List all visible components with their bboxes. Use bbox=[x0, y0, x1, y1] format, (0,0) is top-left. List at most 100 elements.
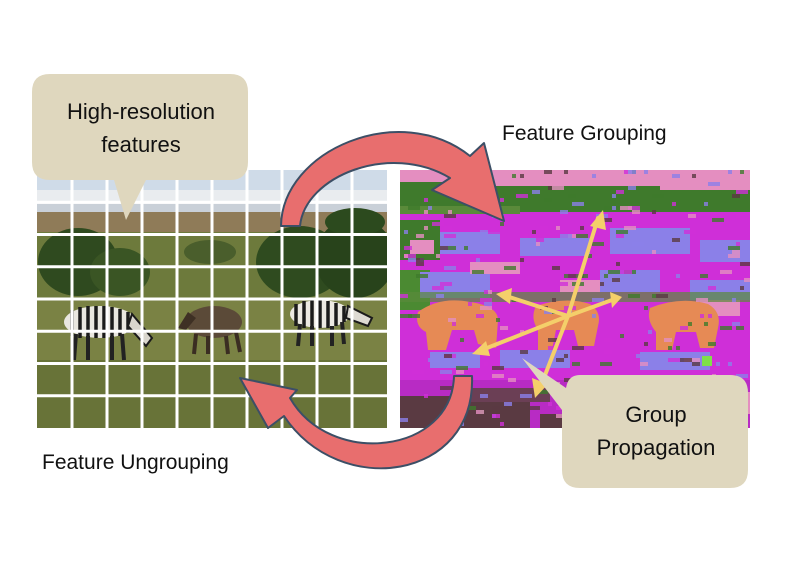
noise-pixel bbox=[516, 194, 528, 198]
high-resolution-image bbox=[37, 170, 387, 428]
noise-pixel bbox=[632, 210, 640, 214]
noise-pixel bbox=[520, 258, 524, 262]
noise-pixel bbox=[672, 238, 680, 242]
noise-pixel bbox=[444, 226, 452, 230]
bubble-line: Group bbox=[625, 402, 687, 427]
noise-pixel bbox=[588, 254, 592, 258]
noise-pixel bbox=[452, 322, 456, 326]
noise-pixel bbox=[496, 178, 508, 182]
noise-pixel bbox=[504, 266, 516, 270]
noise-pixel bbox=[616, 234, 624, 238]
noise-pixel bbox=[708, 342, 716, 346]
noise-pixel bbox=[544, 198, 552, 202]
noise-pixel bbox=[424, 198, 428, 202]
noise-pixel bbox=[436, 294, 444, 298]
noise-pixel bbox=[568, 182, 572, 186]
noise-pixel bbox=[592, 242, 604, 246]
noise-pixel bbox=[644, 306, 648, 310]
group-propagation-bubble-text: Group Propagation bbox=[566, 398, 746, 464]
noise-pixel bbox=[416, 274, 428, 278]
noise-pixel bbox=[556, 358, 564, 362]
noise-pixel bbox=[708, 258, 712, 262]
noise-pixel bbox=[584, 238, 592, 242]
noise-pixel bbox=[560, 282, 568, 286]
noise-pixel bbox=[612, 206, 616, 210]
noise-pixel bbox=[400, 418, 408, 422]
noise-pixel bbox=[652, 294, 656, 298]
noise-pixel bbox=[480, 306, 492, 310]
noise-pixel bbox=[500, 422, 504, 426]
noise-pixel bbox=[416, 262, 424, 266]
noise-pixel bbox=[600, 362, 612, 366]
noise-pixel bbox=[720, 326, 732, 330]
noise-pixel bbox=[564, 354, 568, 358]
noise-pixel bbox=[648, 330, 652, 334]
noise-pixel bbox=[544, 170, 552, 174]
noise-pixel bbox=[408, 314, 420, 318]
noise-pixel bbox=[484, 290, 488, 294]
noise-pixel bbox=[708, 314, 712, 318]
noise-pixel bbox=[676, 274, 680, 278]
noise-pixel bbox=[456, 370, 464, 374]
noise-pixel bbox=[604, 338, 612, 342]
noise-pixel bbox=[412, 370, 424, 374]
noise-pixel bbox=[728, 170, 732, 174]
noise-pixel bbox=[492, 374, 504, 378]
noise-pixel bbox=[432, 222, 444, 226]
noise-pixel bbox=[608, 270, 620, 274]
noise-pixel bbox=[620, 206, 632, 210]
feature-grouping-label: Feature Grouping bbox=[502, 122, 667, 145]
noise-pixel bbox=[636, 354, 648, 358]
noise-pixel bbox=[444, 266, 456, 270]
noise-pixel bbox=[536, 242, 540, 246]
noise-pixel bbox=[668, 358, 680, 362]
noise-pixel bbox=[564, 334, 572, 338]
noise-pixel bbox=[536, 238, 544, 242]
noise-pixel bbox=[628, 170, 636, 174]
noise-pixel bbox=[520, 174, 524, 178]
noise-pixel bbox=[592, 314, 596, 318]
feature-grouping-arrow bbox=[280, 131, 505, 227]
noise-pixel bbox=[704, 322, 708, 326]
noise-pixel bbox=[500, 326, 508, 330]
noise-pixel bbox=[564, 170, 568, 174]
noise-pixel bbox=[652, 194, 664, 198]
zebra-figure bbox=[290, 300, 374, 347]
noise-pixel bbox=[720, 270, 732, 274]
bushes bbox=[38, 208, 387, 298]
noise-pixel bbox=[520, 350, 528, 354]
noise-pixel bbox=[476, 258, 480, 262]
noise-pixel bbox=[624, 170, 628, 174]
feature-ungrouping-arrow bbox=[239, 375, 474, 470]
noise-pixel bbox=[612, 194, 616, 198]
noise-pixel bbox=[612, 266, 616, 270]
noise-pixel bbox=[552, 266, 560, 270]
noise-pixel bbox=[400, 314, 412, 318]
noise-pixel bbox=[708, 182, 720, 186]
noise-pixel bbox=[552, 298, 556, 302]
noise-pixel bbox=[700, 314, 704, 318]
noise-pixel bbox=[492, 366, 504, 370]
noise-pixel bbox=[440, 386, 452, 390]
noise-pixel bbox=[456, 366, 468, 370]
noise-pixel bbox=[744, 278, 750, 282]
noise-pixel bbox=[476, 410, 484, 414]
noise-pixel bbox=[580, 226, 584, 230]
noise-pixel bbox=[404, 254, 408, 258]
noise-pixel bbox=[500, 222, 504, 226]
noise-pixel bbox=[484, 302, 492, 306]
noise-pixel bbox=[712, 218, 724, 222]
noise-pixel bbox=[440, 370, 452, 374]
noise-pixel bbox=[404, 254, 416, 258]
noise-pixel bbox=[616, 230, 628, 234]
noise-pixel bbox=[652, 250, 656, 254]
noise-pixel bbox=[612, 278, 620, 282]
noise-pixel bbox=[628, 186, 636, 190]
noise-pixel bbox=[548, 338, 560, 342]
noise-pixel bbox=[416, 234, 424, 238]
noise-pixel bbox=[424, 226, 428, 230]
noise-pixel bbox=[616, 262, 620, 266]
noise-pixel bbox=[496, 318, 500, 322]
noise-pixel bbox=[716, 362, 720, 366]
